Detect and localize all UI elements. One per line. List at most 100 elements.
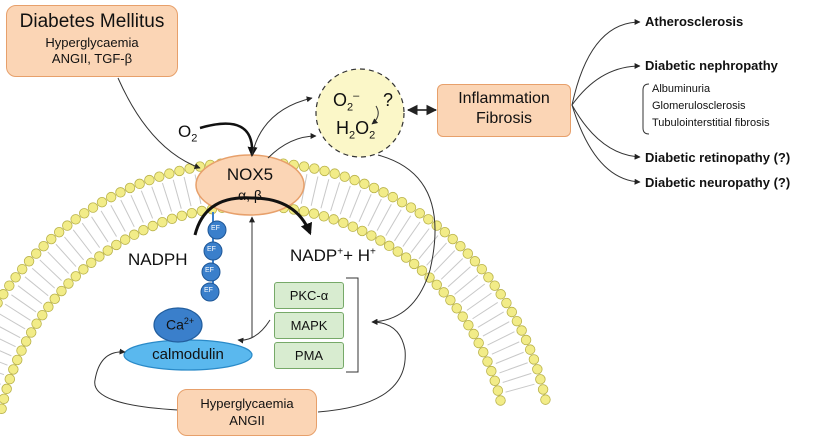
lipid-head xyxy=(62,220,73,231)
lipid-head xyxy=(0,403,7,414)
calcium-label: Ca2+ xyxy=(166,316,195,333)
inflammation-box: Inflammation Fibrosis xyxy=(437,84,571,137)
ef-label-2: EF xyxy=(207,246,216,253)
diabetes-line-2: ANGII, TGF-β xyxy=(51,51,133,66)
lipid-head xyxy=(414,208,425,219)
inflammation-line-1: Inflammation xyxy=(458,90,550,107)
nephropathy-bracket xyxy=(642,83,650,135)
calmodulin-label: calmodulin xyxy=(152,346,224,363)
lipid-head xyxy=(383,240,395,252)
lipid-head xyxy=(174,165,185,177)
nephropathy-detail-2: Glomerulosclerosis xyxy=(652,100,746,112)
lipid-head xyxy=(16,345,27,356)
ef-label-3: EF xyxy=(205,267,214,274)
lipid-head xyxy=(501,297,512,309)
lipid-head xyxy=(124,182,136,194)
ef-label-4: EF xyxy=(204,287,213,294)
lipid-head xyxy=(511,315,523,327)
lipid-head xyxy=(0,298,3,308)
lipid-head xyxy=(408,258,420,270)
bottom-stimulus-box: Hyperglycaemia ANGII xyxy=(177,389,317,436)
lipid-head xyxy=(540,394,551,405)
oxygen-label: O2 xyxy=(178,122,198,145)
bottom-line-1: Hyperglycaemia xyxy=(200,396,294,411)
lipid-head xyxy=(319,165,330,177)
lipid-head xyxy=(439,226,451,238)
arrow-to-retinopathy xyxy=(571,104,641,160)
outcome-atherosclerosis: Atherosclerosis xyxy=(645,14,744,29)
lipid-head xyxy=(468,328,479,340)
lipid-head xyxy=(482,356,493,367)
lipid-head xyxy=(347,221,359,232)
lipid-head xyxy=(128,229,140,240)
lipid-head xyxy=(115,187,126,198)
lipid-head xyxy=(94,251,105,262)
inflammation-line-2: Fibrosis xyxy=(475,110,532,127)
lipid-head xyxy=(166,213,178,225)
lipid-head xyxy=(328,214,339,225)
lipid-head xyxy=(10,272,21,283)
arrow-to-atherosclerosis xyxy=(571,19,641,106)
lipid-head xyxy=(492,385,504,396)
lipid-head xyxy=(359,178,370,190)
arrow-diabetes-to-nox5 xyxy=(117,77,201,169)
lipid-head xyxy=(96,196,108,208)
lipid-head xyxy=(298,161,310,172)
outcome-nephropathy: Diabetic nephropathy xyxy=(645,58,778,73)
lipid-head xyxy=(516,325,527,336)
lipid-head xyxy=(524,344,536,355)
lipid-head xyxy=(431,220,442,231)
superoxide-label: O2– xyxy=(333,90,360,114)
lipid-head xyxy=(86,257,97,268)
lipid-head xyxy=(102,245,113,256)
arrow-o2-to-nox5 xyxy=(199,122,258,157)
nox5-label: NOX5 α, β xyxy=(200,165,300,203)
lipid-head xyxy=(79,208,90,219)
calcium-shape xyxy=(153,307,203,343)
bottom-line-2: ANGII xyxy=(229,413,265,428)
lipid-head xyxy=(56,285,67,297)
arrow-to-neuropathy xyxy=(571,104,641,185)
kinase-pma: PMA xyxy=(274,342,344,369)
lipid-head xyxy=(20,336,32,347)
lipid-head xyxy=(396,196,408,208)
lipid-head xyxy=(400,252,412,263)
lipid-head xyxy=(119,234,131,245)
lipid-head xyxy=(476,263,488,275)
lipid-head xyxy=(53,226,65,238)
lipid-head xyxy=(378,187,389,198)
ef-label-1: EF xyxy=(211,225,220,232)
lipid-head xyxy=(423,214,434,225)
ef-hand-chain xyxy=(200,212,227,302)
arrow-nox5-to-h2o2 xyxy=(267,133,317,159)
lipid-head xyxy=(147,220,158,232)
nox5-isoforms: α, β xyxy=(238,187,262,203)
kinase-pkc: PKC-α xyxy=(274,282,344,309)
lipid-head xyxy=(78,264,89,275)
lipid-head xyxy=(309,163,320,174)
lipid-head xyxy=(495,289,506,300)
ros-circle xyxy=(315,68,405,158)
lipid-head xyxy=(49,293,60,305)
lipid-head xyxy=(375,235,386,246)
lipid-head xyxy=(4,280,15,291)
lipid-head xyxy=(70,214,81,225)
lipid-head xyxy=(25,327,37,338)
lipid-head xyxy=(31,318,42,329)
lipid-head xyxy=(473,337,484,349)
lipid-head xyxy=(70,271,81,282)
h2o2-label: H2O2 xyxy=(336,118,376,142)
lipid-head xyxy=(405,202,417,213)
lipid-head xyxy=(483,272,494,283)
lipid-head xyxy=(431,279,442,291)
lipid-head xyxy=(38,240,49,252)
lipid-head xyxy=(63,278,74,289)
lipid-head xyxy=(537,384,549,395)
lipid-head xyxy=(478,346,489,358)
outcome-retinopathy: Diabetic retinopathy (?) xyxy=(645,150,791,165)
diabetes-mellitus-box: Diabetes Mellitus Hyperglycaemia ANGII, … xyxy=(6,5,178,77)
lipid-head xyxy=(535,374,546,385)
lipid-head xyxy=(451,303,462,314)
